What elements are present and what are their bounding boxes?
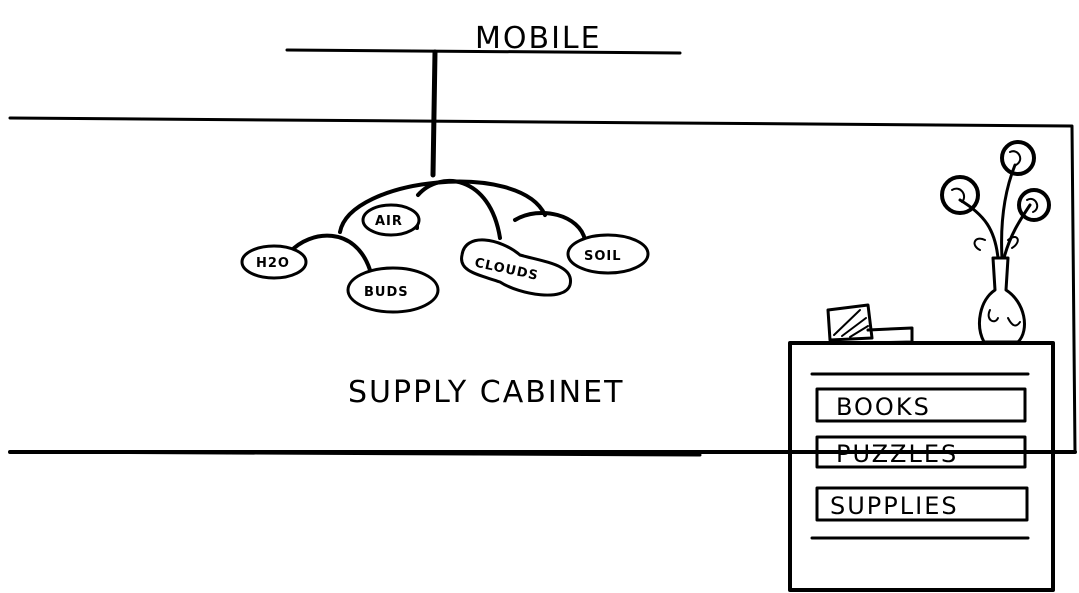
mobile-item-clouds: CLOUDS [460, 238, 572, 297]
flower-icon [1017, 188, 1051, 222]
flower-icon [940, 175, 980, 215]
flower-vase-illustration [940, 140, 1051, 344]
diagram-title: MOBILE [285, 21, 682, 56]
mobile-item-label: H2O [256, 256, 290, 271]
mobile-item-label: AIR [375, 214, 403, 229]
mobile-item-label: BUDS [364, 285, 409, 300]
mobile-item-soil: SOIL [566, 233, 650, 275]
drawer-label: PUZZLES [836, 440, 958, 468]
chest-of-drawers: BOOKS PUZZLES SUPPLIES [788, 341, 1055, 592]
mobile-item-label: SOIL [584, 249, 622, 264]
mobile-item-air: AIR [361, 203, 421, 237]
mobile-string [430, 49, 438, 178]
drawer-books: BOOKS [815, 387, 1027, 423]
cabinet-label: SUPPLY CABINET [348, 375, 624, 410]
flower-icon [1000, 140, 1036, 176]
drawer-label: BOOKS [836, 393, 931, 421]
small-box-illustration [826, 303, 914, 345]
mobile-structure [288, 179, 587, 272]
drawer-supplies: SUPPLIES [815, 486, 1029, 522]
mobile-item-h2o: H2O [240, 244, 308, 280]
mobile-item-buds: BUDS [346, 266, 440, 314]
drawer-label: SUPPLIES [830, 492, 959, 520]
supply-cabinet: SUPPLY CABINET [8, 116, 1077, 457]
drawer-puzzles: PUZZLES [815, 435, 1027, 469]
